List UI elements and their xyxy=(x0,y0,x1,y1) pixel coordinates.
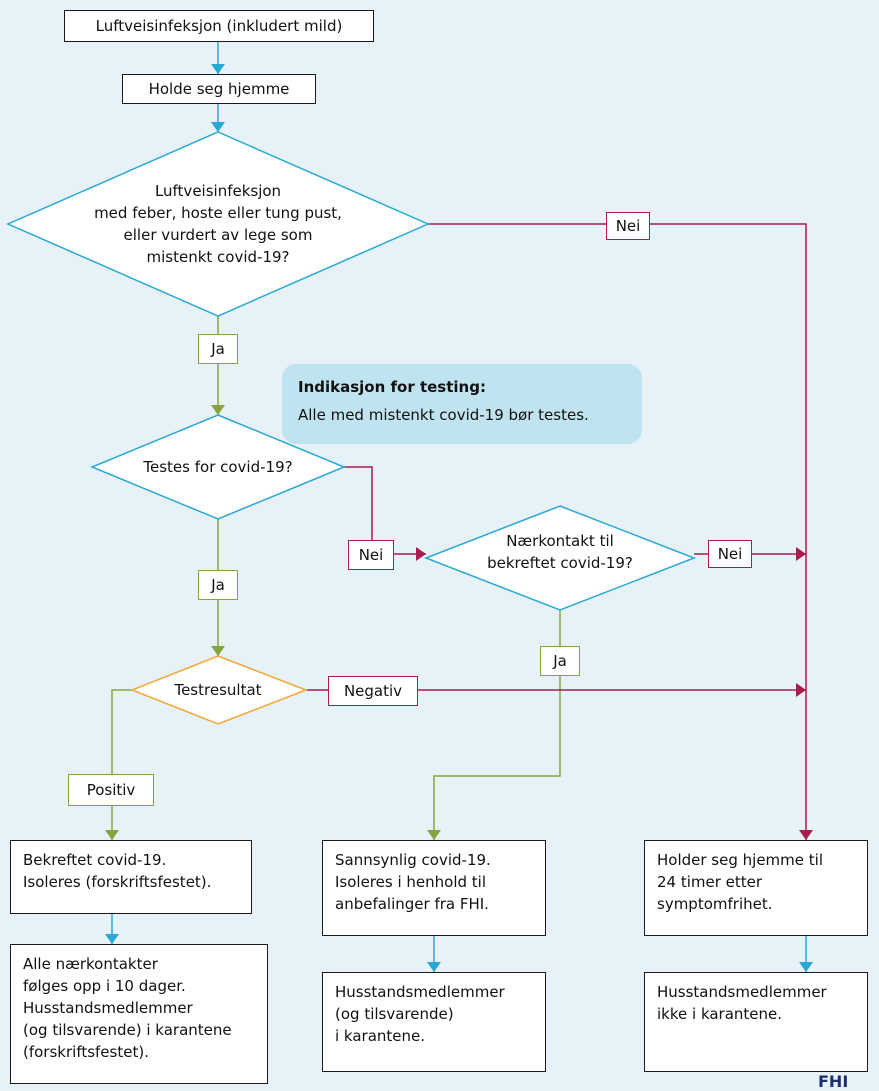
start-box: Luftveisinfeksjon (inkludert mild) xyxy=(64,10,374,42)
testing-indication-text: Alle med mistenkt covid-19 bør testes. xyxy=(298,406,589,424)
label-nei-contact: Nei xyxy=(708,540,752,568)
decision-result-text: Testresultat xyxy=(174,681,262,699)
testing-indication-callout: Indikasjon for testing: Alle med mistenk… xyxy=(282,364,642,444)
household-quarantine-box: Husstandsmedlemmer (og tilsvarende) i ka… xyxy=(322,972,546,1072)
arrowhead-probable-to-household xyxy=(427,962,441,972)
decision-tested-shape xyxy=(90,414,346,520)
label-ja-tested: Ja xyxy=(198,570,238,600)
decision-symptoms-text: Luftveisinfeksjon med feber, hoste eller… xyxy=(94,182,342,266)
connector-positiv xyxy=(111,689,132,840)
decision-contact-shape xyxy=(423,505,697,611)
arrowhead-nei-contact xyxy=(796,547,806,561)
arrowhead-ja-contact xyxy=(427,830,441,840)
probable-covid-box: Sannsynlig covid-19. Isoleres i henhold … xyxy=(322,840,546,936)
confirmed-covid-box: Bekreftet covid-19. Isoleres (forskrifts… xyxy=(10,840,252,914)
arrowhead-ja-symptoms xyxy=(211,405,225,415)
arrowhead-confirmed-to-contacts xyxy=(105,934,119,944)
label-nei-symptoms: Nei xyxy=(606,212,650,240)
arrowhead-ja-tested xyxy=(211,646,225,656)
arrowhead-home-to-symptoms xyxy=(211,122,225,132)
testing-indication-title: Indikasjon for testing: xyxy=(298,378,486,396)
arrowhead-stayuntil-to-household xyxy=(799,962,813,972)
label-nei-tested: Nei xyxy=(348,540,394,570)
decision-result-shape xyxy=(129,655,309,725)
stay-home-box: Holde seg hjemme xyxy=(122,74,316,104)
connector-nei-symptoms xyxy=(428,223,807,840)
arrowhead-start-to-home xyxy=(211,64,225,74)
arrowhead-nei-tested xyxy=(416,547,426,561)
label-positiv: Positiv xyxy=(68,774,154,806)
arrowhead-nei-symptoms xyxy=(799,830,813,840)
decision-tested-text: Testes for covid-19? xyxy=(143,458,293,476)
arrowhead-negativ xyxy=(796,683,806,697)
contacts-followup-box: Alle nærkontakter følges opp i 10 dager.… xyxy=(10,944,268,1084)
household-no-quarantine-box: Husstandsmedlemmer ikke i karantene. xyxy=(644,972,868,1072)
decision-symptoms-shape xyxy=(6,131,430,317)
decision-contact-text: Nærkontakt til bekreftet covid-19? xyxy=(487,532,633,572)
fhi-logo: FHI xyxy=(818,1072,849,1091)
label-ja-symptoms: Ja xyxy=(198,334,238,364)
stay-home-until-box: Holder seg hjemme til 24 timer etter sym… xyxy=(644,840,868,936)
label-ja-contact: Ja xyxy=(540,646,580,676)
connector-ja-contact xyxy=(433,610,561,840)
arrowhead-positiv xyxy=(105,830,119,840)
connector-nei-tested xyxy=(344,466,426,555)
label-negativ: Negativ xyxy=(328,676,418,706)
